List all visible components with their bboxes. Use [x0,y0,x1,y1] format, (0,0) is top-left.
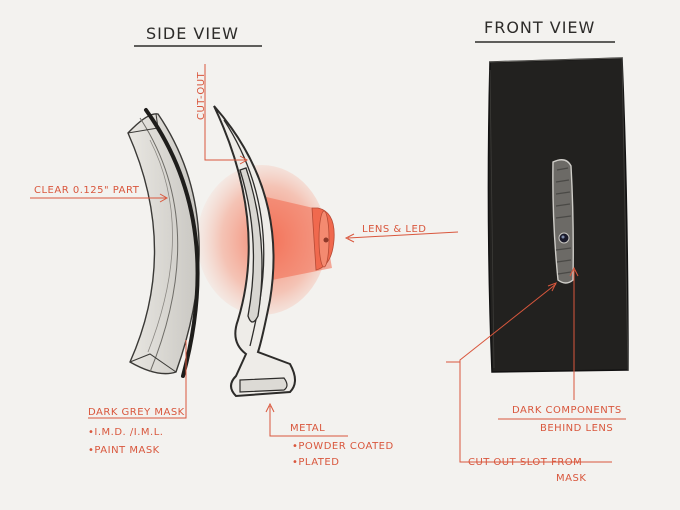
paint-mask-label: •PAINT MASK [88,445,160,456]
leader-lens-led [347,231,459,239]
led-emitter [262,196,335,280]
dark-components-label: DARK COMPONENTS [512,405,622,416]
powder-coated-label: •POWDER COATED [292,441,394,452]
imd-iml-label: •I.M.D. /I.M.L. [88,427,164,438]
leader-metal [269,406,348,437]
plated-label: •PLATED [292,457,340,468]
front-view-title: FRONT VIEW [484,18,596,37]
leader-cut-out [204,64,246,161]
clear-part-label: CLEAR 0.125" PART [34,185,140,196]
side-view-title: SIDE VIEW [146,24,239,43]
mask-label: MASK [556,473,587,484]
dark-grey-mask-edge [144,108,200,378]
dark-grey-mask-label: DARK GREY MASK [88,407,185,418]
lens-led-label: LENS & LED [362,224,427,235]
leader-dark-grey-mask [88,340,187,419]
cut-out-label: CUT-OUT [196,71,207,120]
cut-out-slot-label: CUT-OUT SLOT FROM [468,457,583,468]
leader-cut-out-slot [459,283,612,463]
clear-lens-part [127,113,200,375]
annotation-leaders [30,64,626,463]
front-cutout-slot [552,159,574,284]
behind-lens-label: BEHIND LENS [540,423,614,434]
metal-label: METAL [290,423,326,434]
